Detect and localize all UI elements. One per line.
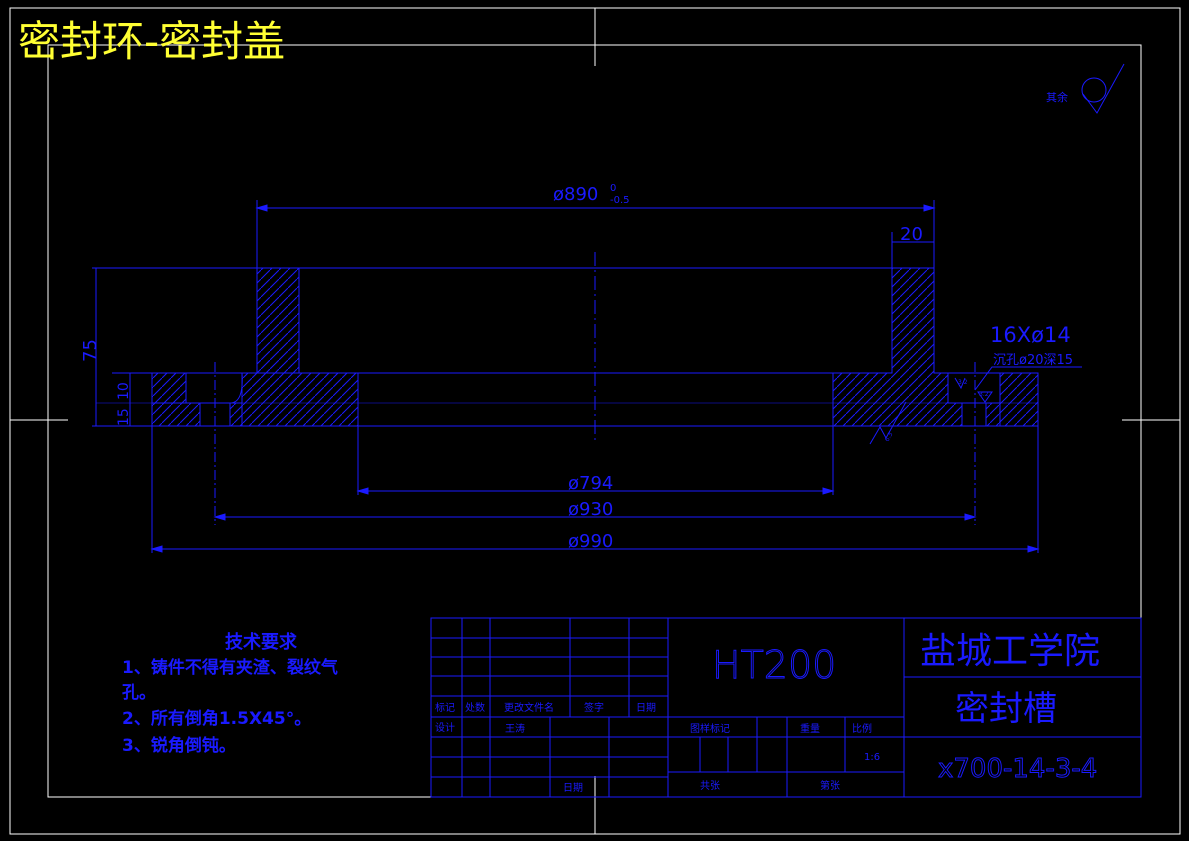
hatch-left-wall <box>256 267 300 374</box>
tech-title: 技术要求 <box>225 631 298 653</box>
circle-check-icon <box>1081 63 1125 114</box>
tb-sheet-no: 第张 <box>820 779 840 792</box>
tb-date-bottom: 日期 <box>563 782 583 794</box>
hatch-left-flange-top <box>151 372 187 404</box>
hatch-right-flange <box>999 372 1039 427</box>
dim-10: 10 <box>116 382 132 400</box>
dim-794: ø794 <box>568 473 613 494</box>
tb-material: HT200 <box>712 643 836 687</box>
hatch-left-flange-bottom <box>151 402 201 427</box>
title-block-text: 标记 处数 更改文件名 签字 日期 设计 王涛 日期 图样标记 重量 比例 1:… <box>435 631 1100 794</box>
tb-stage-mark: 图样标记 <box>690 722 730 735</box>
surface-note-label: 其余 <box>1046 90 1068 104</box>
dim-15: 15 <box>116 408 132 426</box>
dim-930: ø930 <box>568 499 613 520</box>
dim-20: 20 <box>900 224 923 245</box>
dim-990: ø990 <box>568 531 613 552</box>
page-title: 密封环-密封盖 <box>18 17 285 66</box>
dim-890: ø890 <box>553 184 598 205</box>
hatch-left-step <box>229 402 243 427</box>
tb-school: 盐城工学院 <box>920 631 1100 672</box>
tb-part-name: 密封槽 <box>955 689 1057 729</box>
tech-requirements: 技术要求 1、铸件不得有夹渣、裂纹气 孔。 2、所有倒角1.5X45°。 3、锐… <box>122 631 338 756</box>
dim-890-lower: -0.5 <box>610 195 630 206</box>
tb-sheets-total: 共张 <box>700 780 720 792</box>
tb-scale-label: 比例 <box>852 722 872 735</box>
roughness-b: 3.2 <box>979 391 989 398</box>
title-block <box>430 617 1142 798</box>
hatch-right-step <box>985 402 1001 427</box>
tb-signature: 签字 <box>584 701 604 714</box>
dimension-lines <box>92 200 1082 553</box>
tb-design: 设计 <box>435 721 455 734</box>
tech-item-1: 1、铸件不得有夹渣、裂纹气 <box>122 657 338 678</box>
dim-75: 75 <box>80 339 101 362</box>
tb-mark: 标记 <box>435 702 455 714</box>
tb-designer: 王涛 <box>505 722 525 735</box>
tb-scale: 1:6 <box>864 752 880 763</box>
tech-item-2: 2、所有倒角1.5X45°。 <box>122 708 311 729</box>
tech-item-3: 3、锐角倒钝。 <box>122 735 236 756</box>
dim-890-upper: 0 <box>610 183 616 194</box>
dim-holes: 16Xø14 <box>990 323 1071 347</box>
roughness-c: 6.3 <box>884 431 895 443</box>
tb-drawing-number: x700-14-3-4 <box>938 754 1097 784</box>
tb-date: 日期 <box>636 702 656 714</box>
hatch-left-flange-inner <box>241 372 359 427</box>
dimension-labels: ø890 0 -0.5 20 75 10 15 16Xø14 沉孔ø20深15 … <box>80 183 1073 552</box>
dim-counterbore: 沉孔ø20深15 <box>993 353 1073 368</box>
tb-change-doc: 更改文件名 <box>504 701 554 714</box>
roughness-a: 3.2 <box>958 379 968 386</box>
tb-weight: 重量 <box>800 722 820 735</box>
part-section-view <box>96 252 1039 525</box>
tech-item-1b: 孔。 <box>122 683 156 703</box>
tb-count: 处数 <box>465 701 485 714</box>
hatch-right-wall <box>832 267 963 427</box>
